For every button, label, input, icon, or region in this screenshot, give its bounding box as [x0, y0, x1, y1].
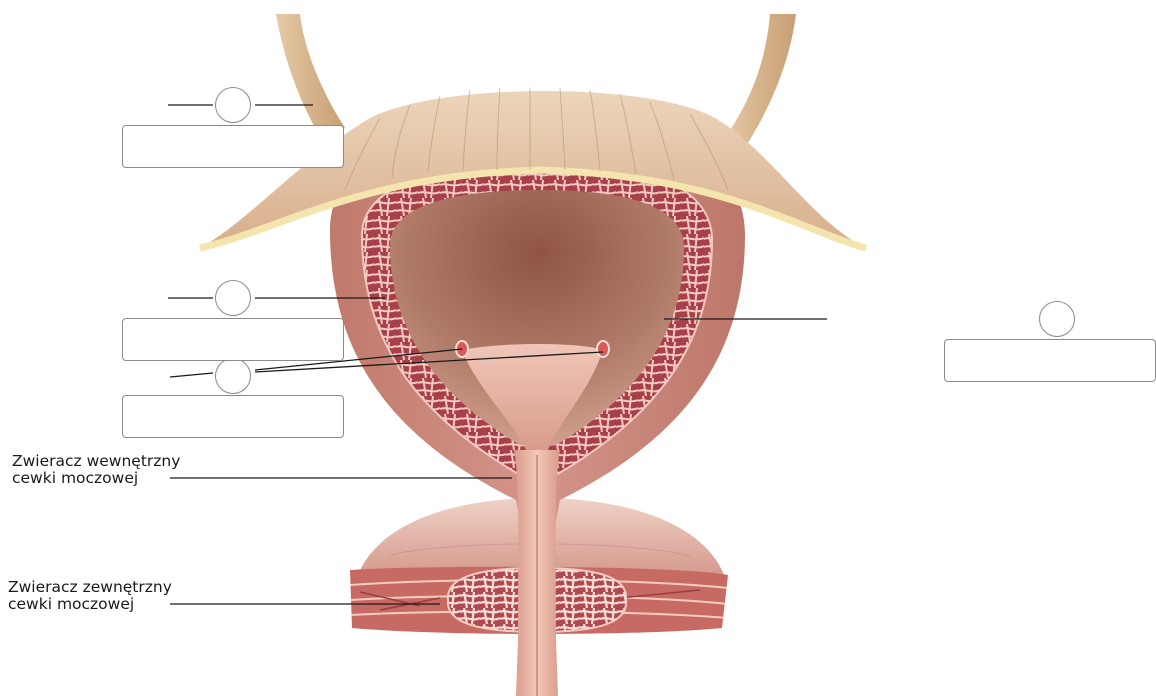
answer-box-1[interactable] [122, 125, 344, 168]
number-circle-4 [1039, 301, 1075, 337]
external-sphincter-label-line2: cewki moczowej [8, 596, 134, 612]
internal-sphincter-label-line1: Zwieracz wewnętrzny [12, 453, 180, 469]
number-circle-3 [215, 358, 251, 394]
ureteric-opening-right [597, 341, 609, 357]
number-circle-2 [215, 280, 251, 316]
external-sphincter-label-line1: Zwieracz zewnętrzny [8, 579, 172, 595]
answer-box-4[interactable] [944, 339, 1156, 382]
answer-box-2[interactable] [122, 318, 344, 361]
number-circle-1 [215, 87, 251, 123]
left-ureter [276, 14, 345, 140]
answer-box-3[interactable] [122, 395, 344, 438]
internal-sphincter-label-line2: cewki moczowej [12, 470, 138, 486]
